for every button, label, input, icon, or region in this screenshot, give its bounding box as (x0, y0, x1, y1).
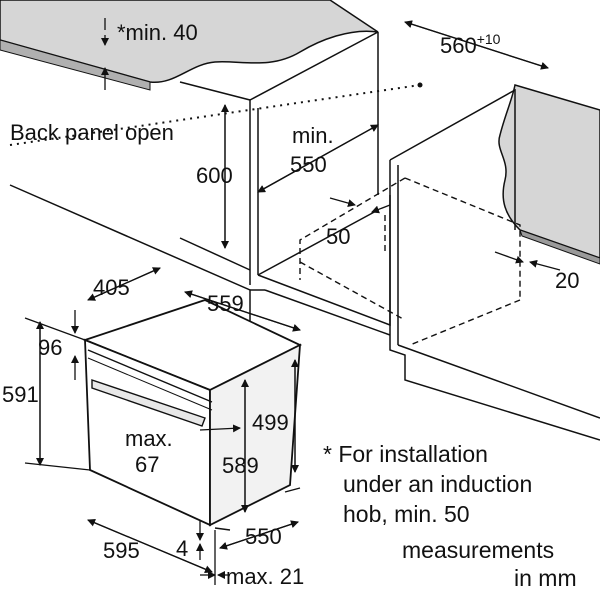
label-gap-20: 20 (555, 268, 579, 293)
label-oven-max21: max. 21 (226, 564, 304, 589)
worktop-left (0, 0, 379, 91)
niche-floor (250, 195, 391, 336)
left-cabinet (9, 31, 379, 330)
note-line-3: hob, min. 50 (343, 501, 470, 527)
label-depth-min: min. (292, 123, 334, 148)
dimension-lines-top (101, 18, 561, 271)
label-oven-595: 595 (103, 538, 140, 563)
label-oven-591: 591 (2, 382, 39, 407)
label-oven-405: 405 (93, 275, 130, 300)
label-niche-width: 560+10 (440, 31, 501, 58)
label-oven-589: 589 (222, 453, 259, 478)
label-depth-550: 550 (290, 152, 327, 177)
note-line-1: * For installation (323, 441, 488, 467)
label-oven-67: 67 (135, 452, 159, 477)
right-cabinet (389, 88, 600, 441)
oven-outline-dashed (299, 177, 521, 346)
note-line-5: in mm (514, 565, 577, 591)
oven-body (82, 299, 303, 531)
label-oven-499: 499 (252, 410, 289, 435)
label-oven-4: 4 (176, 536, 188, 561)
label-height-600: 600 (196, 163, 233, 188)
note-line-4: measurements (402, 537, 554, 563)
label-worktop-min: *min. 40 (117, 20, 198, 45)
label-oven-559: 559 (207, 291, 244, 316)
label-oven-96: 96 (38, 335, 62, 360)
label-oven-550: 550 (245, 524, 282, 549)
label-oven-max: max. (125, 426, 173, 451)
label-gap-50: 50 (326, 224, 350, 249)
note-line-2: under an induction (343, 471, 532, 497)
worktop-right (498, 84, 600, 265)
label-back-panel: Back panel open (10, 120, 174, 145)
dimension-lines-oven (24, 267, 301, 585)
